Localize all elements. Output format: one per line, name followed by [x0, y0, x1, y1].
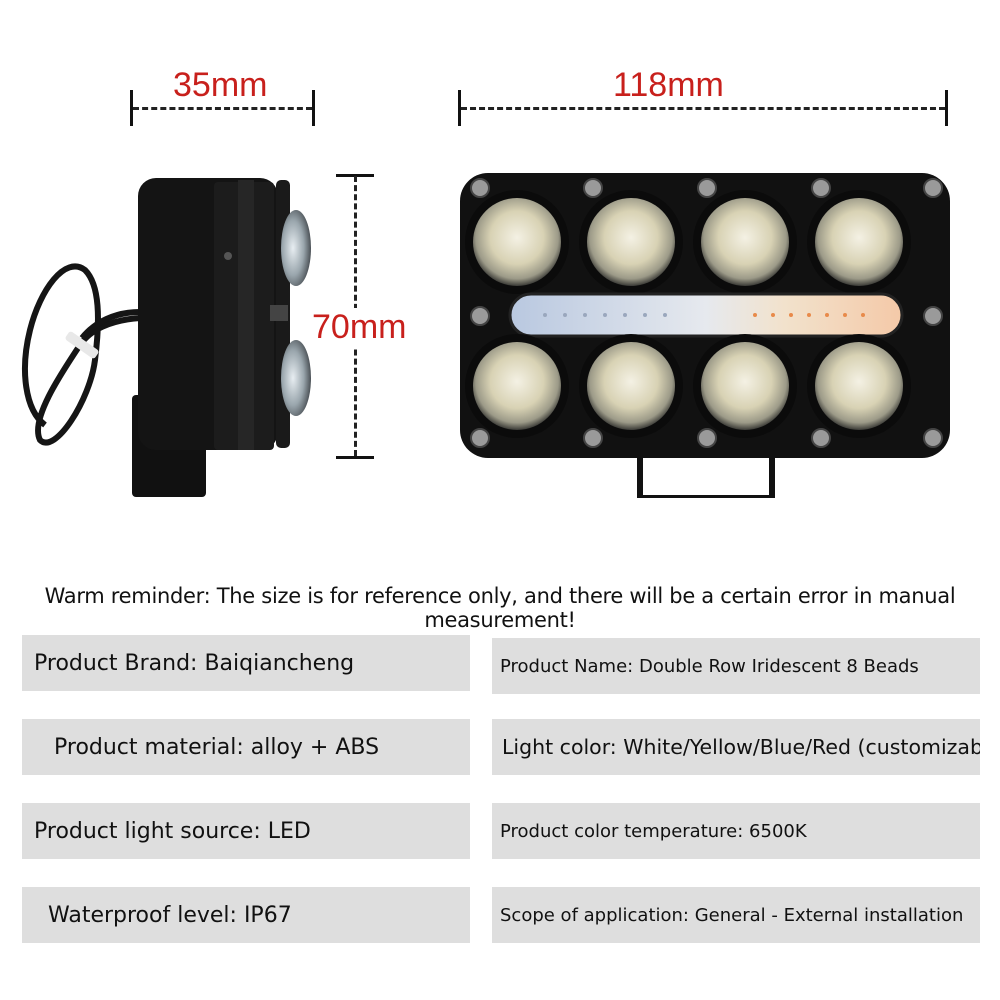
lamp-front-view	[460, 173, 950, 498]
depth-dimension-label: 35mm	[173, 66, 268, 104]
spec-product-name: Product Name: Double Row Iridescent 8 Be…	[492, 638, 980, 694]
depth-dimension-tick-right	[312, 90, 315, 126]
spec-brand: Product Brand: Baiqiancheng	[22, 635, 470, 691]
width-dimension-label: 118mm	[613, 66, 724, 104]
spec-material: Product material: alloy + ABS	[22, 719, 470, 775]
spec-light-source: Product light source: LED	[22, 803, 470, 859]
height-dimension-label: 70mm	[310, 308, 409, 347]
warm-reminder-text: Warm reminder: The size is for reference…	[44, 584, 956, 632]
lamp-side-view	[22, 178, 311, 497]
spec-scope-of-application: Scope of application: General - External…	[492, 887, 980, 943]
height-dimension-tick-bottom	[336, 456, 374, 459]
width-dimension-tick-left	[458, 90, 461, 126]
depth-dimension-line	[133, 107, 312, 110]
width-dimension-line	[461, 107, 945, 110]
top-lens-row	[465, 190, 911, 294]
width-dimension-tick-right	[945, 90, 948, 126]
spec-light-color: Light color: White/Yellow/Blue/Red (cust…	[492, 719, 980, 775]
spec-waterproof-level: Waterproof level: IP67	[22, 887, 470, 943]
height-dimension-tick-top	[336, 174, 374, 177]
bottom-lens-row	[465, 334, 911, 438]
depth-dimension-tick-left	[130, 90, 133, 126]
spec-color-temperature: Product color temperature: 6500K	[492, 803, 980, 859]
